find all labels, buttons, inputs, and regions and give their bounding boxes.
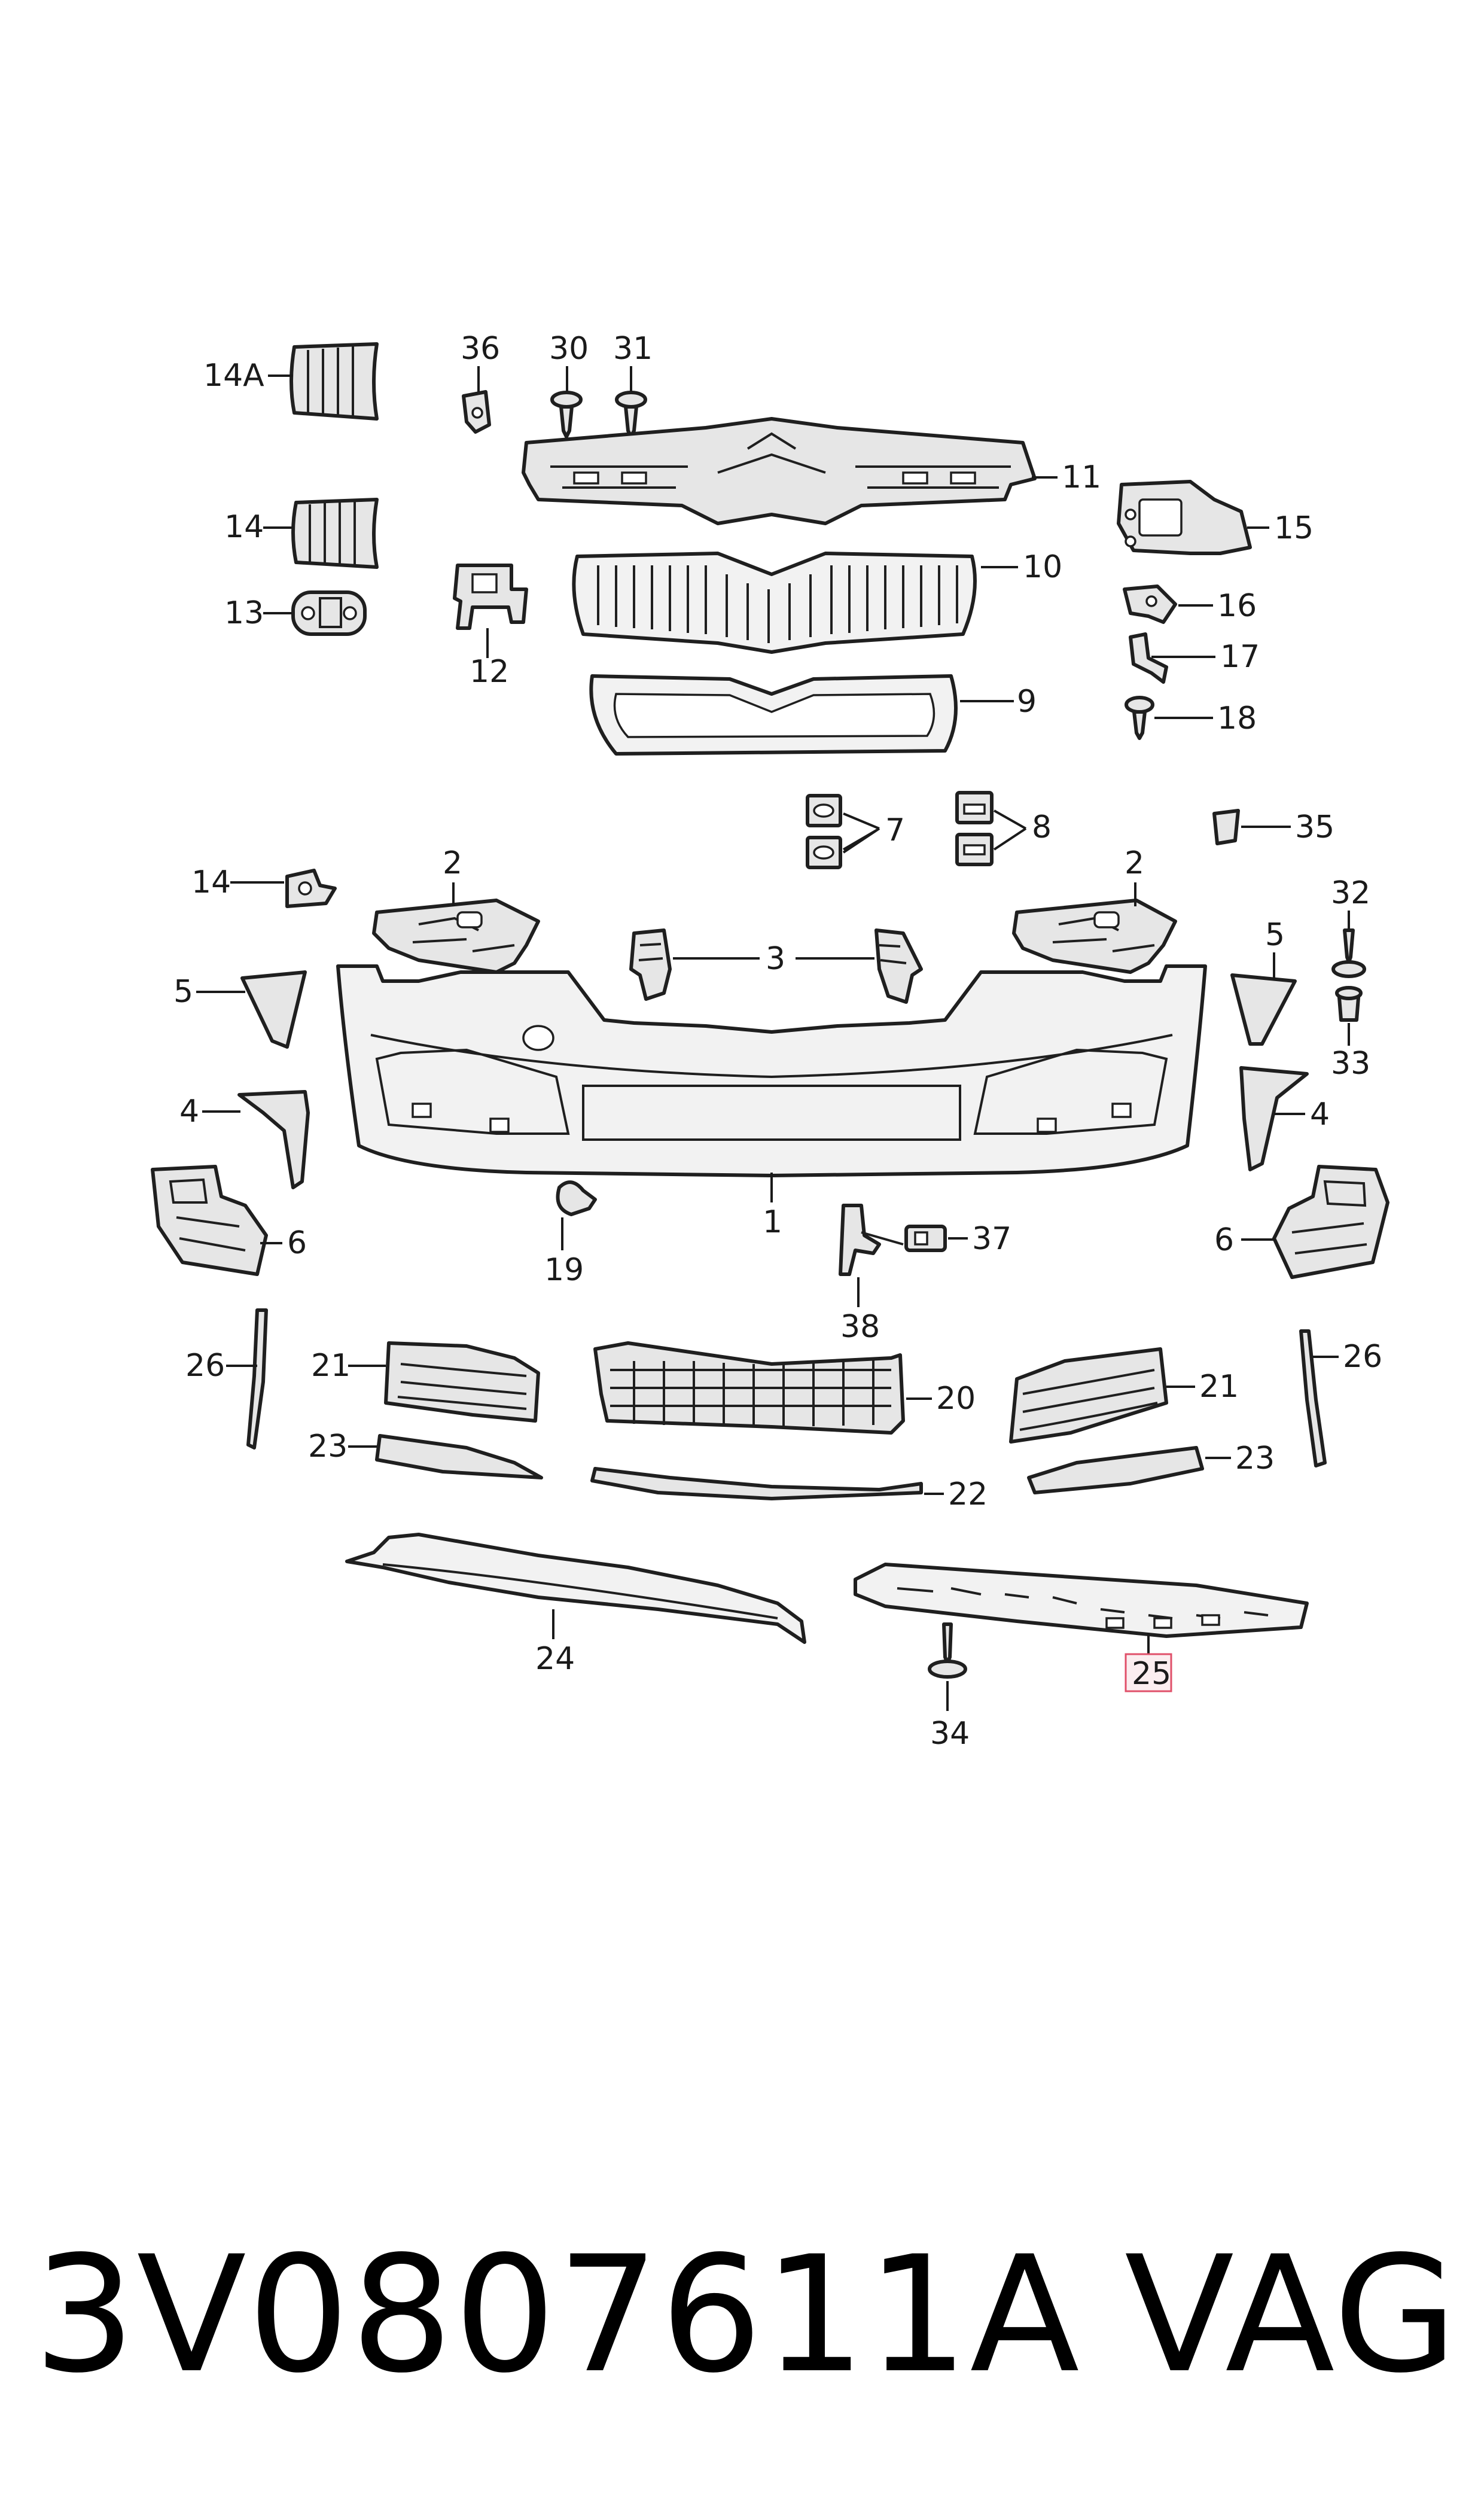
callout-5-left: 5: [173, 974, 193, 1010]
part-30-screw: [550, 391, 583, 439]
part-14-insert: [291, 498, 379, 569]
leader-7: [842, 812, 880, 854]
callout-22: 22: [948, 1476, 988, 1512]
brand-name: VAG: [1125, 2222, 1459, 2409]
part-36-clip: [462, 390, 491, 434]
part-2-right-bracket: [1012, 899, 1177, 974]
part-22-strip: [590, 1467, 923, 1500]
part-38-bracket: [839, 1204, 904, 1276]
part-19-cap: [556, 1180, 597, 1216]
callout-37: 37: [972, 1221, 1011, 1257]
part-6-left-bracket: [151, 1165, 268, 1276]
part-7-pads: [806, 794, 842, 869]
callout-36: 36: [461, 331, 500, 367]
part-20-center-grille: [593, 1341, 905, 1435]
part-17-clip: [1129, 632, 1168, 684]
callout-9: 9: [1017, 684, 1037, 720]
part-37-sensor: [904, 1225, 947, 1252]
callout-34: 34: [930, 1716, 970, 1752]
part-2-left-bracket: [372, 899, 540, 974]
callout-17: 17: [1220, 639, 1260, 675]
part-32-screw: [1331, 928, 1366, 978]
part-33-nut: [1335, 986, 1363, 1022]
part-25-undertray: [854, 1563, 1309, 1638]
callout-2-right: 2: [1125, 845, 1144, 881]
part-15-sensor-housing: [1117, 480, 1252, 555]
part-26-left-strip: [246, 1308, 268, 1450]
part-31-screw: [615, 391, 647, 439]
callout-11: 11: [1062, 459, 1101, 495]
part-26-right-strip: [1299, 1329, 1327, 1467]
callout-8: 8: [1032, 809, 1052, 845]
callout-2-left: 2: [443, 845, 462, 881]
callout-24: 24: [535, 1641, 575, 1677]
part-6-right-bracket: [1272, 1165, 1389, 1279]
part-11-carrier: [522, 417, 1037, 525]
leader-8: [993, 809, 1027, 851]
callout-10: 10: [1023, 549, 1062, 585]
part-14-bracket: [285, 869, 337, 908]
callout-4-left: 4: [179, 1094, 199, 1129]
callout-14-left: 14: [191, 864, 231, 900]
callout-23-right: 23: [1235, 1441, 1275, 1476]
callout-26-left: 26: [185, 1348, 225, 1384]
callout-13: 13: [224, 595, 264, 631]
part-24-spoiler: [345, 1533, 806, 1644]
part-5-right-trim: [1230, 973, 1297, 1046]
callout-12: 12: [470, 654, 509, 690]
callout-21-left: 21: [311, 1348, 351, 1384]
callout-5-right: 5: [1265, 917, 1285, 953]
part-4-right-bracket: [1239, 1066, 1309, 1171]
part-23-right-trim: [1027, 1446, 1204, 1494]
part-4-left-bracket: [237, 1090, 310, 1189]
callout-33: 33: [1331, 1046, 1370, 1082]
part-3-left-bracket: [629, 928, 672, 1001]
callout-35: 35: [1295, 809, 1334, 845]
callout-23-left: 23: [308, 1429, 348, 1464]
callout-3: 3: [766, 941, 785, 977]
callout-6-left: 6: [287, 1225, 307, 1261]
part-12-bracket: [453, 564, 528, 630]
part-5-left-trim: [240, 970, 307, 1049]
callout-38: 38: [840, 1309, 880, 1345]
callout-32: 32: [1331, 875, 1370, 911]
part-35-clip: [1212, 809, 1240, 845]
callout-30: 30: [549, 331, 589, 367]
callout-21-right: 21: [1199, 1369, 1239, 1405]
part-10-grille: [572, 552, 977, 654]
callout-6-right: 6: [1214, 1222, 1234, 1258]
part-3-right-bracket: [874, 928, 923, 1004]
part-13-clip: [291, 590, 367, 636]
part-21-right-grille: [1009, 1347, 1168, 1444]
part-23-left-trim: [375, 1434, 543, 1479]
callout-31: 31: [613, 331, 653, 367]
part-21-left-grille: [384, 1341, 540, 1423]
callout-7: 7: [885, 812, 905, 848]
callout-4-right: 4: [1310, 1097, 1330, 1132]
callout-14-top: 14: [224, 509, 264, 545]
callout-25: 25: [1132, 1656, 1171, 1692]
callout-25-highlight: [1125, 1653, 1172, 1692]
part-14a-insert: [290, 342, 379, 421]
callout-14a: 14A: [203, 358, 264, 394]
callout-19: 19: [544, 1252, 584, 1288]
part-1-bumper-cover: [336, 964, 1207, 1177]
callout-20: 20: [936, 1381, 976, 1417]
part-number: 3V0807611A: [33, 2222, 1081, 2409]
callout-26-right: 26: [1343, 1339, 1382, 1375]
callout-1: 1: [763, 1204, 782, 1240]
callout-15: 15: [1274, 510, 1314, 546]
part-18-screw: [1125, 696, 1154, 740]
callout-16: 16: [1217, 588, 1257, 624]
callout-18: 18: [1217, 701, 1257, 736]
part-9-frame: [589, 674, 958, 756]
part-34-screw: [928, 1622, 967, 1679]
part-16-bracket: [1123, 584, 1177, 624]
part-8-pads: [955, 791, 994, 866]
